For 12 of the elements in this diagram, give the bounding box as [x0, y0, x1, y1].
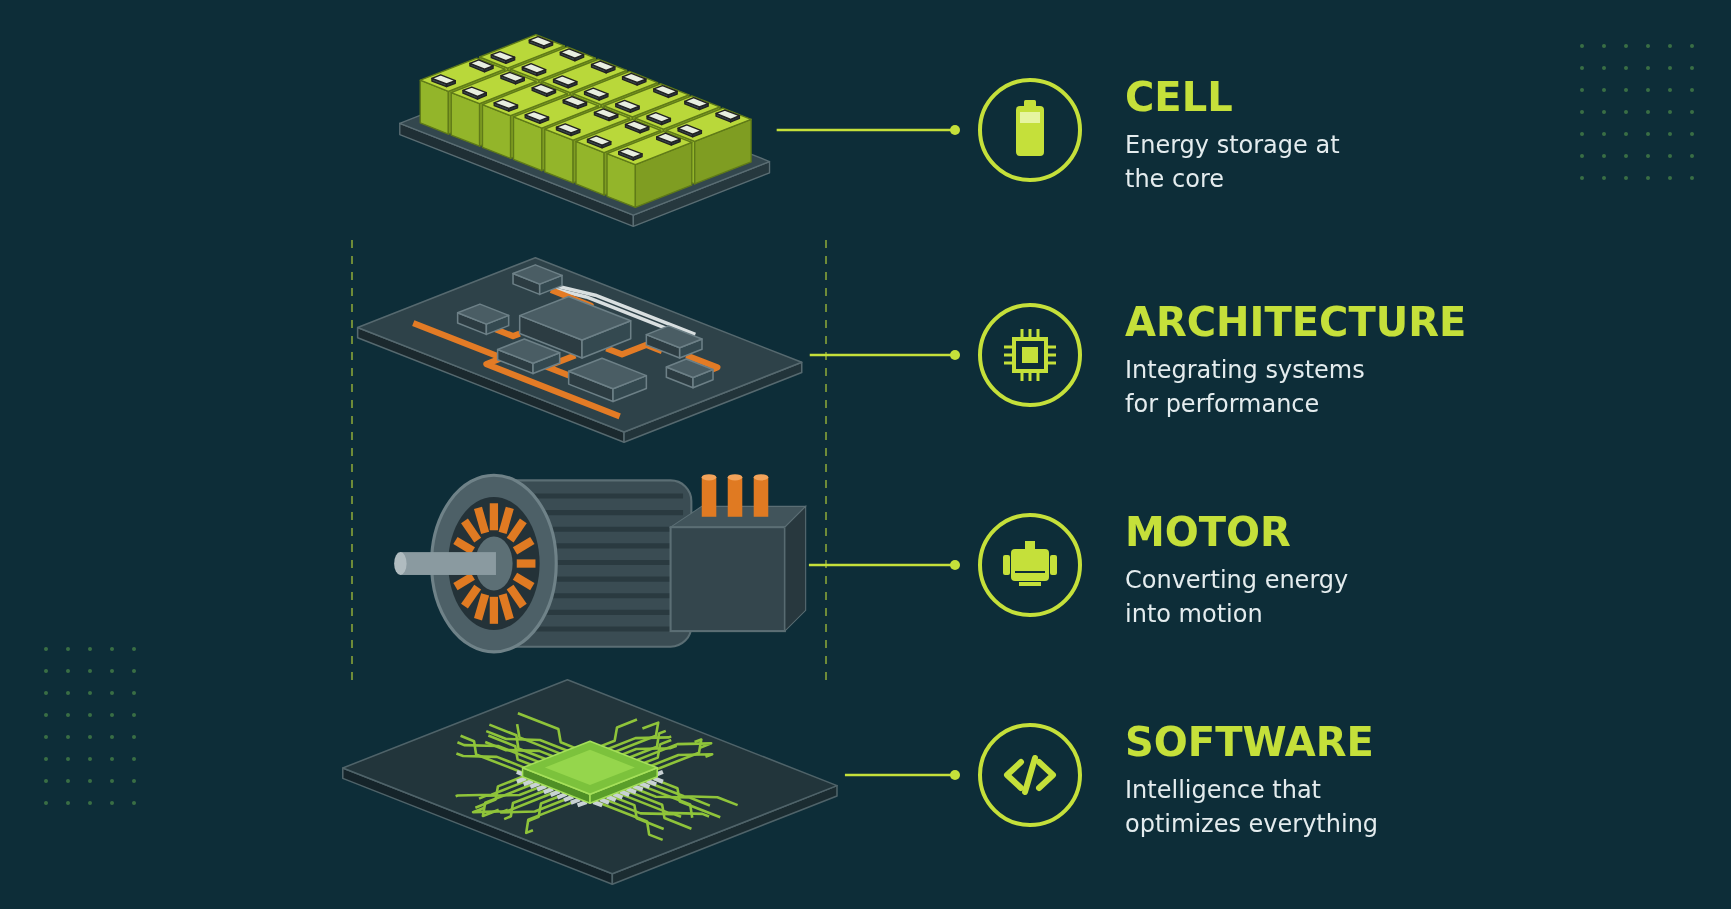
- heading: MOTOR: [1125, 510, 1292, 554]
- heading: CELL: [1125, 75, 1234, 119]
- leader-line: [776, 125, 960, 135]
- heading: SOFTWARE: [1125, 720, 1375, 764]
- leader-line: [808, 560, 960, 570]
- description: Energy storage at the core: [1125, 130, 1341, 195]
- leader-line: [844, 770, 960, 780]
- leader-line: [809, 350, 960, 360]
- description: Integrating systems for performance: [1125, 355, 1366, 420]
- heading: ARCHITECTURE: [1125, 300, 1467, 344]
- description: Converting energy into motion: [1125, 565, 1350, 630]
- description: Intelligence that optimizes everything: [1125, 775, 1380, 840]
